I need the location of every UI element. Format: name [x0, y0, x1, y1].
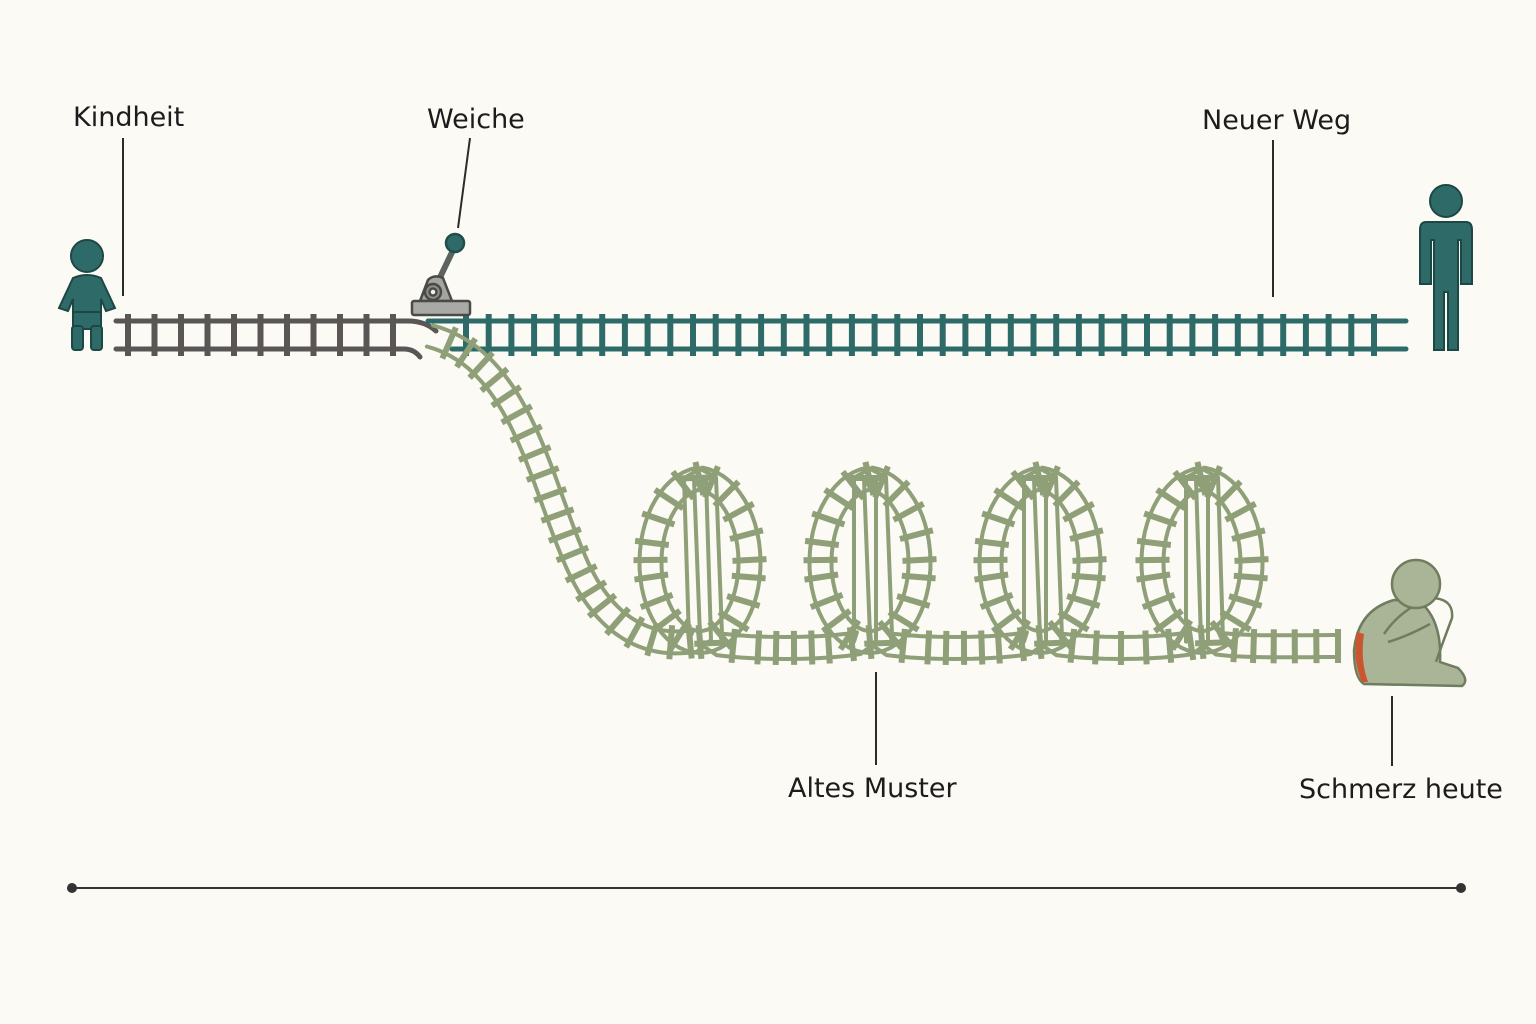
callout-lines — [122, 137, 1393, 766]
label-switch: Weiche — [427, 104, 525, 135]
timeline-axis — [67, 883, 1466, 893]
adult-figure-icon — [1419, 184, 1473, 351]
childhood-track — [113, 314, 439, 360]
switch-lever-icon — [410, 232, 472, 317]
label-new-path: Neuer Weg — [1202, 105, 1351, 136]
label-pain-today: Schmerz heute — [1299, 774, 1503, 805]
child-figure-icon — [57, 239, 117, 351]
old-pattern-track — [424, 323, 1341, 666]
hugging-knees-figure-icon — [1352, 558, 1467, 688]
label-childhood: Kindheit — [73, 102, 184, 133]
new-path-track — [425, 314, 1409, 356]
label-old-pattern: Altes Muster — [788, 773, 957, 804]
